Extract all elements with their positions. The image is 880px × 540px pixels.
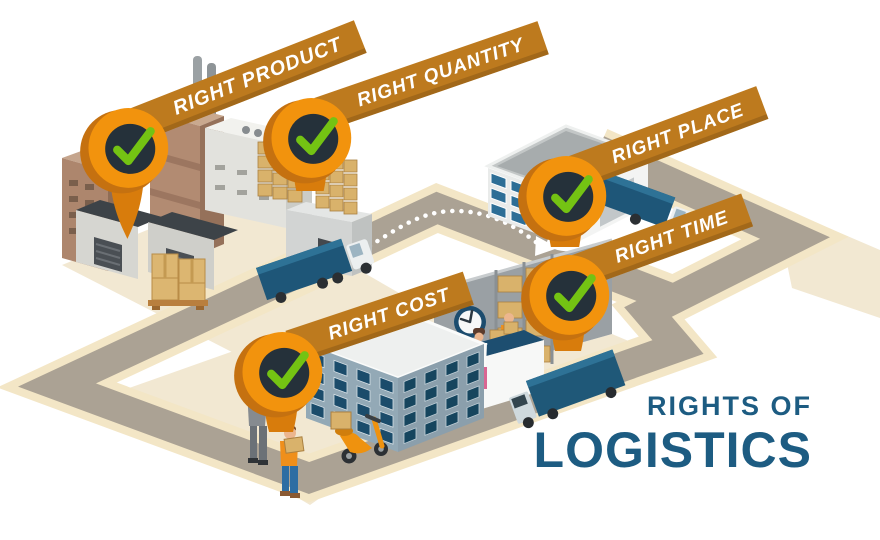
location-pin-right-product: [69, 96, 184, 246]
location-pin-right-quantity: [252, 86, 367, 191]
check-icon: [518, 156, 606, 247]
location-pin-right-cost: [223, 320, 338, 432]
location-pin-right-place: [507, 144, 622, 247]
office-building: [301, 308, 489, 453]
check-icon: [234, 332, 322, 432]
factory-truck: [256, 238, 375, 303]
check-icon: [80, 108, 168, 239]
dock-truck: [509, 349, 626, 429]
pallet-boxes: [148, 253, 208, 310]
road-network: [0, 128, 849, 503]
page-title: RIGHTS OF LOGISTICS: [500, 391, 812, 478]
arrow-icon: [535, 236, 558, 256]
title-line-1: RIGHTS OF: [647, 391, 812, 421]
dotted-route-path: [359, 208, 558, 256]
title-line-2: LOGISTICS: [533, 422, 812, 478]
road-surface: [18, 136, 830, 494]
location-pin-right-time: [510, 243, 625, 351]
delivery-scooter: [330, 411, 388, 464]
check-icon: [263, 98, 351, 191]
check-icon: [521, 255, 609, 351]
